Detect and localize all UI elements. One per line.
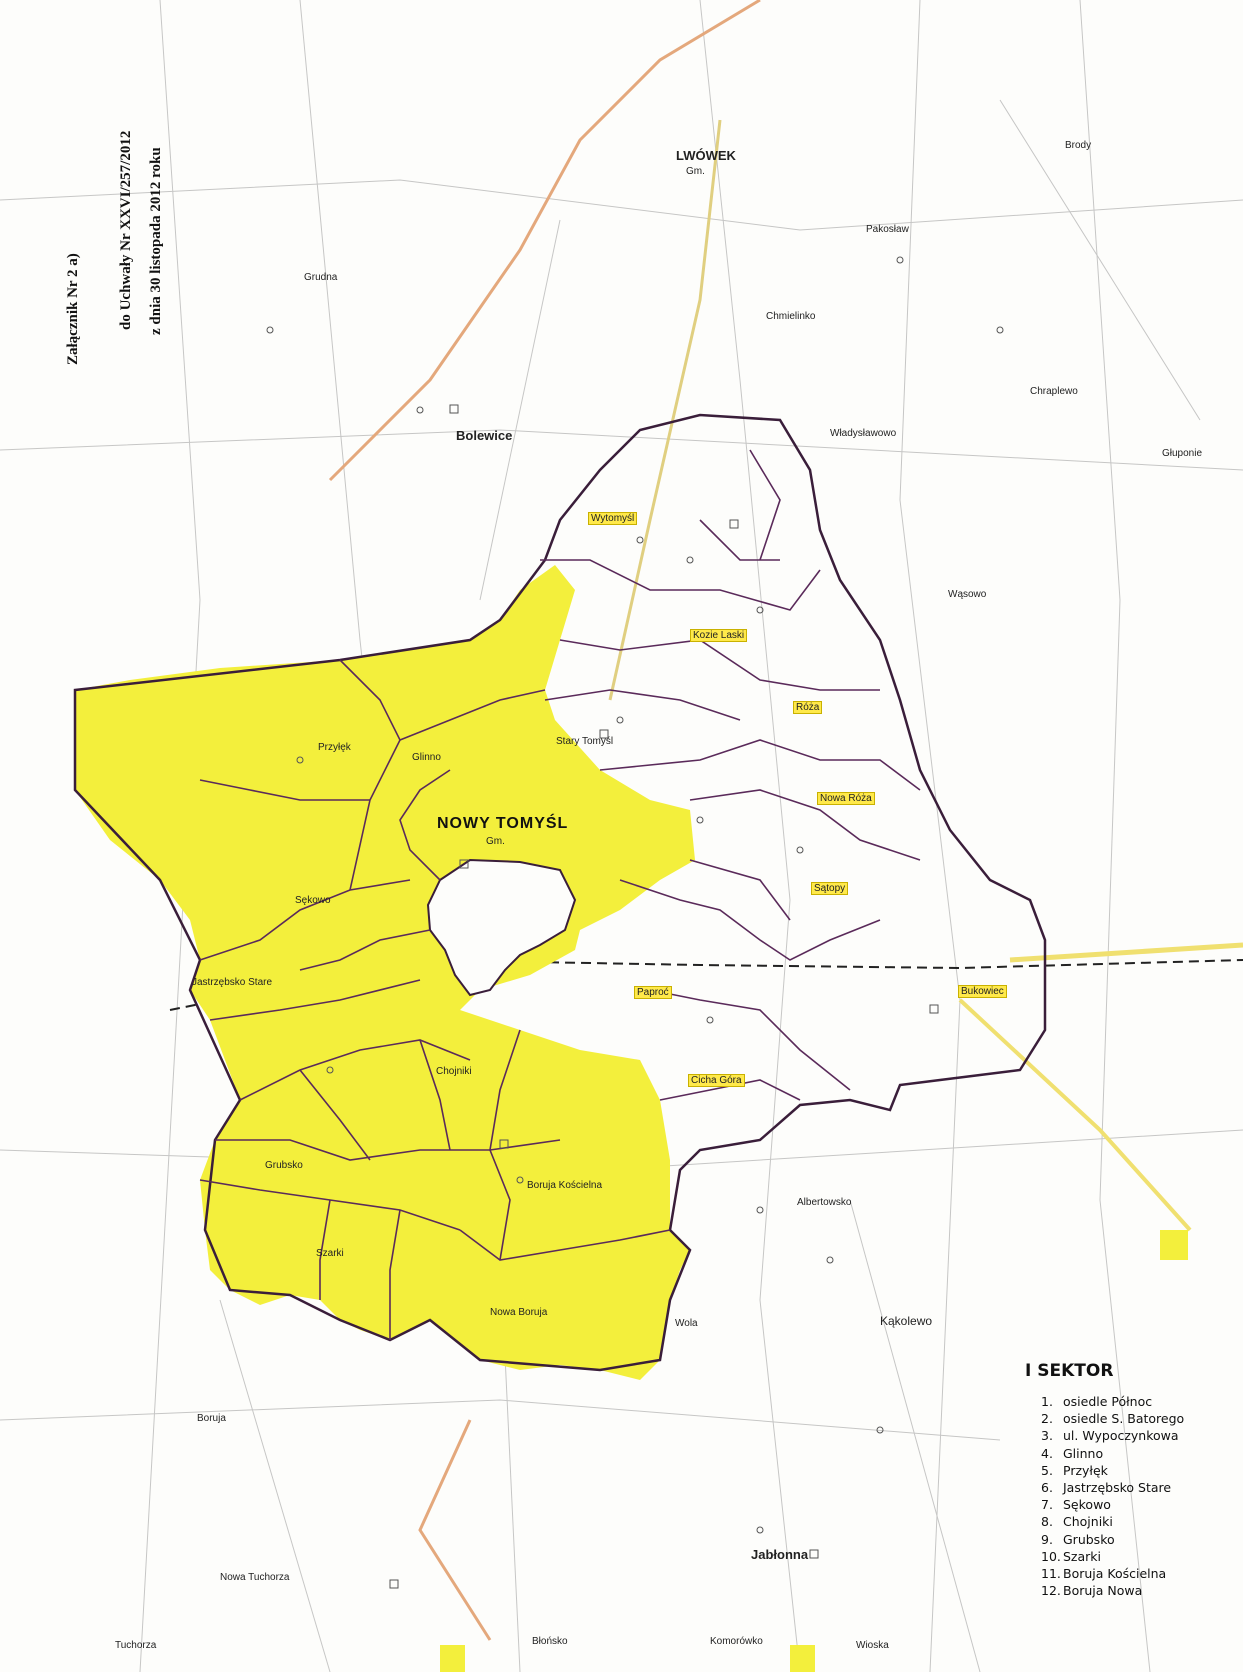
legend-item-number: 2. (1041, 1411, 1053, 1427)
place-jablonna: Jabłonna (751, 1547, 809, 1562)
legend-item: 9. Grubsko (1041, 1531, 1230, 1548)
legend-item-number: 7. (1041, 1497, 1053, 1513)
annex-note-line1: Załącznik Nr 2 a) (65, 253, 81, 365)
legend-item-label: Chojniki (1063, 1514, 1113, 1530)
legend-title: I SEKTOR (1025, 1361, 1114, 1381)
legend-item-number: 12. (1041, 1583, 1061, 1599)
legend-item-number: 4. (1041, 1445, 1053, 1461)
place-bukowiec: Bukowiec (958, 985, 1007, 998)
sector-legend: I SEKTOR 1. osiedle Północ 2. osiedle S. Ba… (1025, 1361, 1230, 1599)
legend-item-label: Boruja Nowa (1063, 1583, 1143, 1599)
place-grubsko: Grubsko (265, 1160, 303, 1171)
legend-item: 2. osiedle S. Batorego (1041, 1410, 1230, 1427)
place-stary-tomysl: Stary Tomyśl (556, 736, 614, 747)
gmina-boundary (73, 413, 1047, 1372)
place-nowa-tuchorza: Nowa Tuchorza (220, 1572, 290, 1583)
legend-item: 4. Glinno (1041, 1445, 1230, 1462)
map-highlight-blob (1160, 1230, 1188, 1260)
legend-item-number: 10. (1041, 1548, 1061, 1564)
place-brody: Brody (1065, 140, 1092, 151)
place-chmielinko: Chmielinko (766, 311, 816, 322)
legend-item-label: Glinno (1063, 1445, 1104, 1461)
legend-item: 3. ul. Wypoczynkowa (1041, 1427, 1230, 1444)
main-road-lwowek (608, 119, 722, 701)
place-przylek: Przyłęk (318, 742, 351, 753)
place-paproc: Paproć (634, 986, 672, 999)
place-boruja: Boruja (197, 1413, 226, 1424)
legend-item-number: 5. (1041, 1462, 1053, 1478)
legend-item: 10.Szarki (1041, 1548, 1230, 1565)
place-wola: Wola (675, 1318, 698, 1329)
place-bolewice: Bolewice (456, 428, 513, 443)
legend-item-label: Sękowo (1063, 1497, 1111, 1513)
legend-item: 1. osiedle Północ (1041, 1393, 1230, 1410)
place-nowa-boruja: Nowa Boruja (490, 1307, 548, 1318)
legend-item: 11.Boruja Kościelna (1041, 1565, 1230, 1582)
legend-list: 1. osiedle Północ 2. osiedle S. Batorego 3. u… (1025, 1393, 1230, 1599)
legend-item-number: 8. (1041, 1514, 1053, 1530)
place-szarki: Szarki (316, 1248, 344, 1259)
place-nowy-tomysl-gm: Gm. (486, 836, 505, 847)
place-jastrzebsko: Jastrzębsko Stare (192, 977, 273, 988)
place-pakoslaw: Pakosław (866, 224, 909, 235)
legend-item-label: Jastrzębsko Stare (1063, 1480, 1172, 1496)
legend-item: 6. Jastrzębsko Stare (1041, 1479, 1230, 1496)
place-wytomysl: Wytomyśl (588, 512, 638, 525)
place-wioska: Wioska (856, 1640, 889, 1651)
map-highlight-blob (790, 1645, 815, 1672)
legend-item-label: Boruja Kościelna (1063, 1566, 1167, 1582)
main-road-north (328, 0, 761, 482)
place-lwowek: LWÓWEK (676, 148, 736, 163)
annex-note-line3: z dnia 30 listopada 2012 roku (148, 147, 164, 335)
place-albertowsko: Albertowsko (797, 1197, 852, 1208)
map-symbols (266, 256, 1004, 1589)
sector-fill (75, 565, 695, 1380)
place-nowy-tomysl: NOWY TOMYŚL (437, 815, 569, 832)
legend-item-label: Szarki (1063, 1548, 1102, 1564)
place-glinno: Glinno (412, 752, 441, 763)
legend-item: 7. Sękowo (1041, 1496, 1230, 1513)
place-boruja-koscielna: Boruja Kościelna (527, 1180, 603, 1191)
legend-item-label: ul. Wypoczynkowa (1063, 1428, 1179, 1444)
place-nowa-roza: Nowa Róża (817, 792, 875, 805)
village-boundaries (199, 449, 921, 1340)
place-roza: Róża (793, 701, 823, 714)
legend-item-number: 9. (1041, 1531, 1053, 1547)
legend-item: 5. Przyłęk (1041, 1462, 1230, 1479)
main-road-east (1009, 942, 1243, 963)
place-gluponie: Głuponie (1162, 448, 1203, 459)
legend-item-label: Grubsko (1063, 1531, 1115, 1547)
place-blonsko: Błońsko (532, 1636, 568, 1647)
place-grudna: Grudna (304, 272, 338, 283)
place-sekowo: Sękowo (295, 895, 331, 906)
legend-item-label: osiedle Północ (1063, 1394, 1153, 1409)
place-kozie-laski: Kozie Laski (690, 629, 748, 642)
annex-note-line2: do Uchwały Nr XXVI/257/2012 (118, 130, 134, 330)
place-cicha-gora: Cicha Góra (688, 1074, 745, 1087)
main-road-south (418, 1419, 492, 1641)
place-wladyslawowo: Władysławowo (830, 428, 897, 439)
place-wasowo: Wąsowo (948, 589, 987, 600)
place-chraplewo: Chraplewo (1030, 386, 1078, 397)
place-tuchorza: Tuchorza (115, 1640, 157, 1651)
place-komorowko: Komorówko (710, 1636, 763, 1647)
place-chojniki: Chojniki (436, 1066, 472, 1077)
legend-item-number: 3. (1041, 1428, 1053, 1444)
legend-item: 8. Chojniki (1041, 1513, 1230, 1530)
legend-item: 12.Boruja Nowa (1041, 1582, 1230, 1599)
legend-item-number: 11. (1041, 1566, 1061, 1582)
main-road-southeast (958, 998, 1192, 1232)
legend-item-label: Przyłęk (1063, 1462, 1108, 1478)
map-highlight-blob (440, 1645, 465, 1672)
place-lwowek-gm: Gm. (686, 166, 705, 177)
place-satopy: Sątopy (811, 882, 849, 895)
nowy-tomysl-city (426, 858, 577, 997)
legend-item-label: osiedle S. Batorego (1063, 1411, 1185, 1427)
legend-item-number: 6. (1041, 1480, 1053, 1496)
place-kakolewo: Kąkolewo (880, 1314, 933, 1328)
legend-item-number: 1. (1041, 1394, 1053, 1409)
